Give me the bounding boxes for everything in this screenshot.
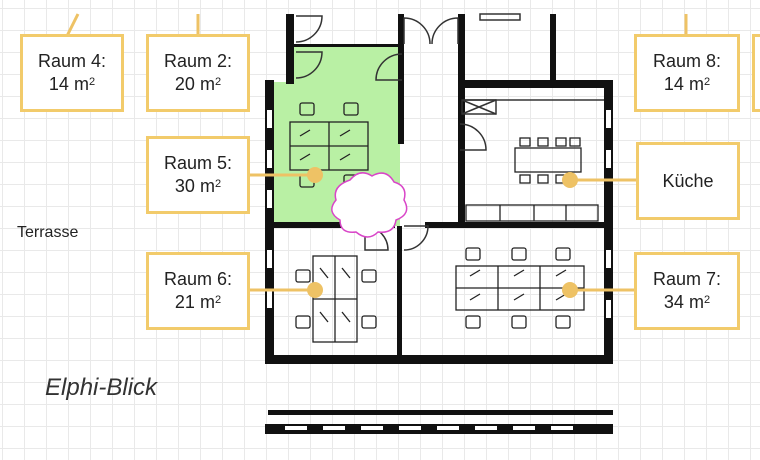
room-area: 30 m bbox=[174, 176, 215, 196]
room-5-marker bbox=[307, 167, 323, 183]
room-area: 20 m bbox=[174, 74, 215, 94]
label-raum-2[interactable]: Raum 2: 20 m2 bbox=[146, 34, 250, 112]
view-label: Elphi-Blick bbox=[45, 374, 158, 401]
room-name: Raum 8: bbox=[652, 51, 722, 71]
room-area: 34 m bbox=[663, 292, 704, 312]
room-markers bbox=[307, 167, 578, 298]
terrace-label: Terrasse bbox=[17, 224, 79, 241]
room-7-desks bbox=[455, 247, 585, 329]
walls bbox=[265, 14, 613, 364]
unit-sup: 2 bbox=[214, 178, 222, 190]
unit-sup: 2 bbox=[88, 76, 96, 88]
kitchen-marker bbox=[562, 172, 578, 188]
connector-lines bbox=[65, 13, 688, 292]
room-name: Raum 6: bbox=[163, 269, 233, 289]
room-5-desks bbox=[289, 102, 369, 188]
label-raum-7[interactable]: Raum 7: 34 m2 bbox=[634, 252, 740, 330]
doors bbox=[295, 13, 604, 251]
label-kueche[interactable]: Küche bbox=[636, 142, 740, 220]
tree-icon bbox=[331, 172, 408, 238]
unit-sup: 2 bbox=[703, 294, 711, 306]
unit-sup: 2 bbox=[214, 294, 222, 306]
room-name: Raum 2: bbox=[163, 51, 233, 71]
room-area: 21 m bbox=[174, 292, 215, 312]
room-name: Raum 5: bbox=[163, 153, 233, 173]
room-7-marker bbox=[562, 282, 578, 298]
unit-sup: 2 bbox=[703, 76, 711, 88]
room-name: Raum 4: bbox=[37, 51, 107, 71]
unit-sup: 2 bbox=[214, 76, 222, 88]
room-name: Küche bbox=[662, 170, 714, 191]
label-raum-5[interactable]: Raum 5: 30 m2 bbox=[146, 136, 250, 214]
room-name: Raum 7: bbox=[652, 269, 722, 289]
label-raum-6[interactable]: Raum 6: 21 m2 bbox=[146, 252, 250, 330]
label-raum-8[interactable]: Raum 8: 14 m2 bbox=[634, 34, 740, 112]
room-6-desks bbox=[295, 255, 377, 343]
kitchen-furniture bbox=[465, 137, 599, 222]
windows bbox=[267, 110, 611, 318]
room-6-marker bbox=[307, 282, 323, 298]
room-area: 14 m bbox=[48, 74, 89, 94]
room-area: 14 m bbox=[663, 74, 704, 94]
label-raum-4[interactable]: Raum 4: 14 m2 bbox=[20, 34, 124, 112]
label-partial-right bbox=[752, 34, 760, 112]
balcony bbox=[265, 410, 613, 434]
